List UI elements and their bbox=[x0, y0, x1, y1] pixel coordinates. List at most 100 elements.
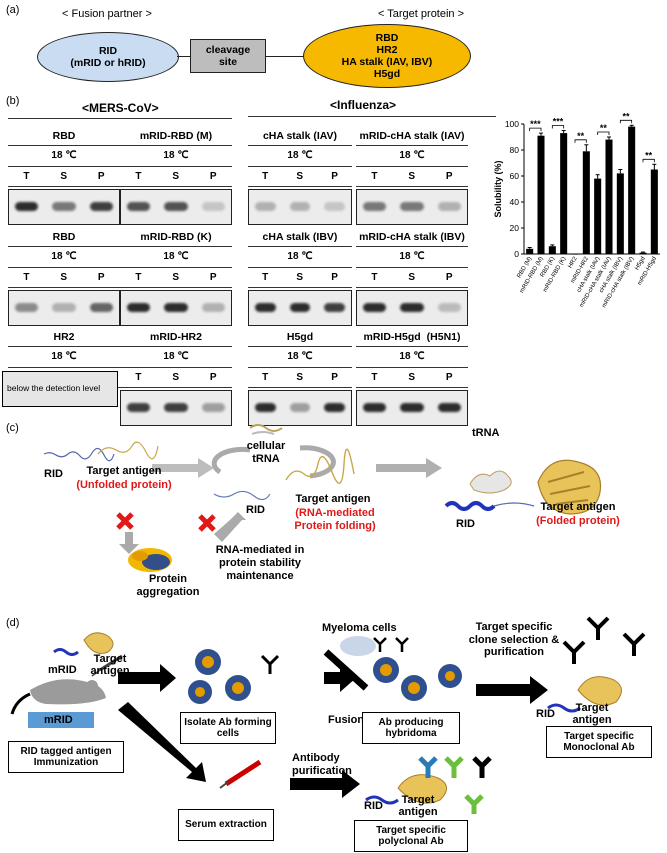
target-antigen-top-label: Target antigen bbox=[90, 653, 130, 677]
blot-band bbox=[89, 202, 113, 211]
blot-band bbox=[437, 303, 461, 312]
blot-title: cHA stalk (IBV) bbox=[248, 231, 352, 243]
bar bbox=[526, 248, 534, 254]
blot-title-text: cHA stalk (IAV) bbox=[262, 130, 338, 142]
blot-rule bbox=[356, 346, 468, 347]
blot-rule bbox=[356, 246, 468, 247]
blot-rule bbox=[248, 145, 352, 146]
rid-right-label: RID bbox=[456, 518, 475, 530]
blot-band bbox=[201, 202, 225, 211]
lane-label: T bbox=[135, 171, 142, 182]
lane-label: S bbox=[172, 272, 180, 283]
bar bbox=[605, 139, 613, 254]
blot-rule bbox=[120, 145, 232, 146]
blot-title-text: mRID-RBD (K) bbox=[140, 231, 212, 243]
red-x-left bbox=[116, 512, 134, 530]
blot-temperature: 18 ℃ bbox=[287, 150, 313, 161]
y-axis-label: Solubility (%) bbox=[493, 161, 503, 218]
bar bbox=[616, 173, 624, 254]
x-tick-label: HR2 bbox=[568, 255, 580, 269]
lane-label: P bbox=[209, 372, 217, 383]
panel-c-graphics bbox=[43, 424, 602, 572]
folded-rid-helix bbox=[444, 501, 535, 511]
blot-band bbox=[52, 202, 76, 211]
blot-band bbox=[363, 202, 387, 211]
blot-rule bbox=[8, 246, 120, 247]
blot-rule bbox=[356, 186, 468, 187]
antibody-icons-monoclonal bbox=[562, 616, 646, 664]
folded-protein bbox=[537, 459, 602, 515]
blot-image bbox=[356, 189, 468, 225]
mrid-bar bbox=[28, 712, 94, 728]
arrow-to-serum bbox=[118, 702, 206, 782]
mers-header: <MERS-CoV> bbox=[82, 101, 159, 115]
significance-label: ** bbox=[645, 150, 653, 160]
blot-band bbox=[400, 202, 424, 211]
blot-title-text: mRID-HR2 bbox=[150, 331, 202, 343]
polyclonal-text: Target specific polyclonal Ab bbox=[376, 824, 446, 848]
blot-rule bbox=[8, 267, 120, 268]
blot-temperature: 18 ℃ bbox=[399, 251, 425, 262]
target-antigen-middle-label: Target antigen bbox=[295, 493, 371, 505]
blot-band bbox=[437, 403, 461, 412]
blot-rule bbox=[8, 346, 120, 347]
blot-rule bbox=[356, 287, 468, 288]
blot-temperature: 18 ℃ bbox=[287, 251, 313, 262]
lane-label: S bbox=[408, 372, 416, 383]
rid-chain-middle bbox=[213, 490, 271, 501]
cleavage-label: cleavage bbox=[205, 44, 251, 56]
blot-band bbox=[324, 403, 345, 412]
blot-rule bbox=[356, 367, 468, 368]
blot-title-text: RBD bbox=[52, 231, 76, 243]
blot-title-text: mRID-H5gd bbox=[363, 331, 421, 343]
flu-header-rule bbox=[248, 116, 496, 117]
blot-band bbox=[164, 403, 188, 412]
lane-label: S bbox=[60, 171, 68, 182]
blot-image bbox=[8, 290, 120, 326]
significance-bracket bbox=[597, 131, 610, 135]
blot-rule bbox=[248, 186, 352, 187]
blot-image bbox=[356, 390, 468, 426]
lane-label: S bbox=[296, 171, 304, 182]
arrow-to-isolate bbox=[118, 664, 176, 692]
panel-letter-c: (c) bbox=[6, 422, 19, 434]
significance-bracket bbox=[551, 125, 565, 129]
blot-title: RBD bbox=[8, 231, 120, 243]
blot-rule bbox=[8, 186, 120, 187]
blot-title: mRID-cHA stalk (IAV) bbox=[356, 130, 468, 142]
blot-rule bbox=[120, 346, 232, 347]
bar bbox=[628, 126, 636, 254]
lane-label: P bbox=[97, 272, 105, 283]
rid-d-label: RID bbox=[536, 708, 555, 720]
antigen-middle bbox=[285, 448, 355, 484]
blot-image bbox=[356, 290, 468, 326]
red-x-right bbox=[198, 514, 216, 532]
lane-label: T bbox=[371, 272, 378, 283]
blot-band bbox=[324, 303, 345, 312]
polyclonal-box: Target specific polyclonal Ab bbox=[354, 820, 468, 852]
unfolded-label: (Unfolded protein) bbox=[76, 479, 172, 491]
blot-title-text: cHA stalk (IBV) bbox=[262, 231, 338, 243]
antibody-icons-hybridoma bbox=[373, 637, 409, 652]
lane-label: S bbox=[172, 372, 180, 383]
bar bbox=[582, 151, 590, 254]
target-line-ha: HA stalk (IAV, IBV) bbox=[341, 56, 433, 68]
blot-title-text: RBD bbox=[52, 130, 76, 142]
blot-band bbox=[400, 403, 424, 412]
blot-rule bbox=[120, 246, 232, 247]
blot-band bbox=[400, 303, 424, 312]
lane-label: T bbox=[262, 372, 269, 383]
arrow-to-monoclonal bbox=[476, 676, 548, 704]
immunization-text: RID tagged antigen Immunization bbox=[20, 745, 112, 769]
blot-rule bbox=[120, 267, 232, 268]
cycle-arrow-right bbox=[299, 445, 336, 479]
lane-label: S bbox=[172, 171, 180, 182]
blot-band bbox=[437, 202, 461, 211]
bar bbox=[571, 254, 579, 255]
significance-label: *** bbox=[553, 117, 564, 127]
